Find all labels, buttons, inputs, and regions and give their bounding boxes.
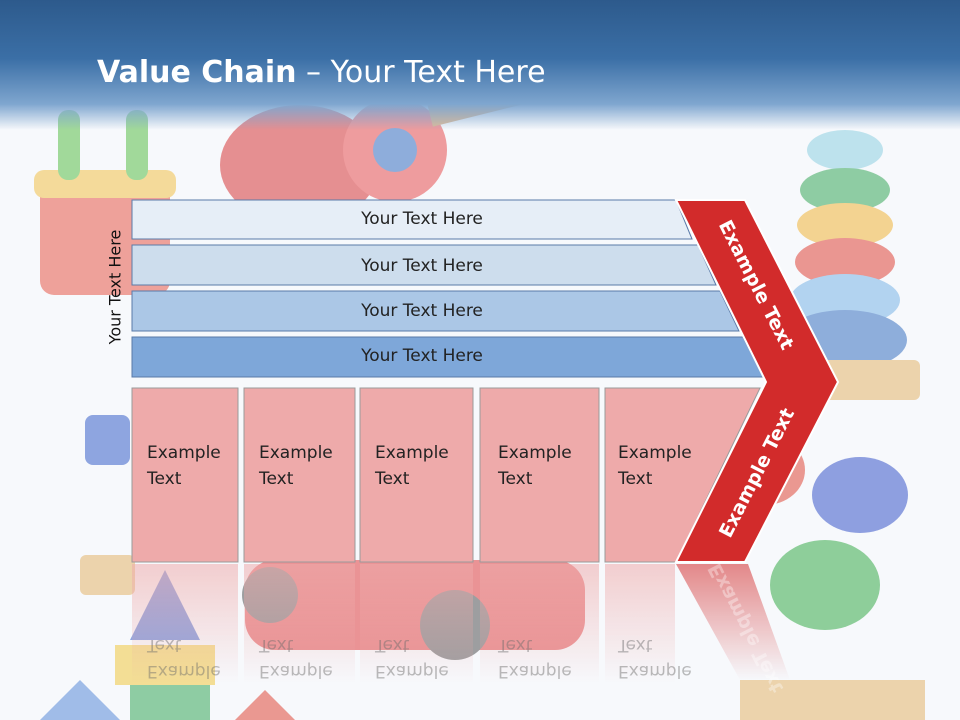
title-bold: Value Chain bbox=[97, 55, 297, 90]
row-label-3: Your Text Here bbox=[361, 301, 483, 321]
column-box-2 bbox=[243, 387, 356, 563]
side-label: Your Text Here bbox=[105, 229, 125, 345]
column-box-3 bbox=[359, 387, 474, 563]
page-title: Value Chain – Your Text Here bbox=[97, 55, 546, 90]
column-box-1 bbox=[131, 387, 239, 563]
row-label-2: Your Text Here bbox=[361, 256, 483, 276]
row-label-4: Your Text Here bbox=[361, 346, 483, 366]
column-box-4 bbox=[479, 387, 600, 563]
row-band-3 bbox=[131, 290, 740, 332]
header-band bbox=[0, 0, 960, 130]
column-reflections bbox=[132, 564, 790, 684]
row-band-1 bbox=[131, 199, 693, 240]
arrow-chevron bbox=[674, 199, 840, 563]
title-rest: – Your Text Here bbox=[296, 55, 546, 90]
row-band-2 bbox=[131, 244, 717, 286]
row-label-1: Your Text Here bbox=[361, 209, 483, 229]
